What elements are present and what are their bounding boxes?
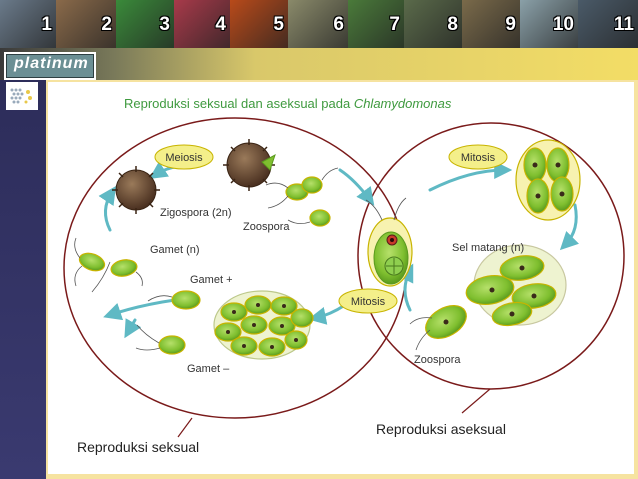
title-species: Chlamydomonas xyxy=(353,96,452,111)
nav-tile-number: 2 xyxy=(101,14,112,35)
zoospora-right-label: Zoospora xyxy=(414,354,461,366)
platinum-logo: platinum xyxy=(4,52,96,80)
nav-tile-4[interactable]: 4 xyxy=(174,0,230,48)
nav-tile-number: 10 xyxy=(552,14,574,35)
sel-matang-label: Sel matang (n) xyxy=(452,242,524,254)
arrow-gamet xyxy=(103,298,177,321)
zoospore-cluster-left xyxy=(285,176,331,227)
nav-tile-number: 9 xyxy=(505,14,516,35)
nav-tile-11[interactable]: 11 xyxy=(578,0,638,48)
gamet-plus-label: Gamet + xyxy=(190,274,233,286)
meiosis-label: Meiosis xyxy=(165,152,203,164)
caption-asexual: Reproduksi aseksual xyxy=(376,421,506,437)
zygospore-right xyxy=(223,139,276,191)
arrow-gamet-zygospora xyxy=(98,186,116,232)
mature-cells-right xyxy=(425,244,567,339)
mitosis-top-label: Mitosis xyxy=(461,152,496,164)
nav-tile-number: 6 xyxy=(333,14,344,35)
mature-cell-center xyxy=(365,197,413,287)
nav-tile-9[interactable]: 9 xyxy=(462,0,520,48)
arrow-to-mature xyxy=(338,168,375,206)
nav-tile-number: 5 xyxy=(273,14,284,35)
gamet-n-label: Gamet (n) xyxy=(150,244,200,256)
nav-tile-5[interactable]: 5 xyxy=(230,0,288,48)
meiosis-bubble: Meiosis xyxy=(154,144,214,170)
nav-tile-7[interactable]: 7 xyxy=(348,0,404,48)
gamete-minus xyxy=(158,335,186,355)
nav-tile-6[interactable]: 6 xyxy=(288,0,348,48)
gamete-plus xyxy=(171,290,201,310)
mitosis-bubble-top: Mitosis xyxy=(448,144,508,170)
banner xyxy=(0,48,638,80)
nav-tile-3[interactable]: 3 xyxy=(116,0,174,48)
nav-tile-1[interactable]: 1 xyxy=(0,0,56,48)
gamet-minus-label: Gamet – xyxy=(187,363,230,375)
caption-sexual: Reproduksi seksual xyxy=(77,439,200,455)
nav-tile-10[interactable]: 10 xyxy=(520,0,578,48)
arrow-zoospora-return xyxy=(397,263,414,312)
navigation-bar: 1 2 3 4 5 6 7 8 9 10 11 xyxy=(0,0,638,48)
nav-tile-number: 7 xyxy=(389,14,400,35)
sexual-caption-leader xyxy=(177,417,193,438)
zigospora-label: Zigospora (2n) xyxy=(160,207,232,219)
arrow-mitosis-mid xyxy=(307,303,347,325)
grid-dots-icon[interactable] xyxy=(6,82,38,110)
nav-tile-number: 11 xyxy=(613,14,634,35)
asexual-cycle-circle xyxy=(357,122,625,390)
daughter-cells-top xyxy=(515,139,581,221)
zygospore-left xyxy=(112,166,160,214)
mitosis-bubble-mid: Mitosis xyxy=(338,288,398,314)
arrow-mitosis-top xyxy=(428,161,513,192)
nav-tile-number: 1 xyxy=(41,14,52,35)
nav-tile-number: 3 xyxy=(159,14,170,35)
title-main: Reproduksi seksual dan aseksual pada xyxy=(124,96,354,111)
arrow-release xyxy=(559,203,580,251)
mitosis-mid-label: Mitosis xyxy=(351,296,386,308)
sidebar xyxy=(0,80,46,479)
nav-tile-number: 8 xyxy=(447,14,458,35)
logo-text: platinum xyxy=(14,55,89,72)
nav-tile-number: 4 xyxy=(215,14,226,35)
gametangium-cluster xyxy=(213,290,314,360)
gamete-pair xyxy=(78,252,138,277)
nav-tile-8[interactable]: 8 xyxy=(404,0,462,48)
figure-title: Reproduksi seksual dan aseksual pada Chl… xyxy=(124,96,451,111)
zoospora-left-label: Zoospora xyxy=(243,221,290,233)
asexual-caption-leader xyxy=(461,388,491,414)
nav-tile-2[interactable]: 2 xyxy=(56,0,116,48)
